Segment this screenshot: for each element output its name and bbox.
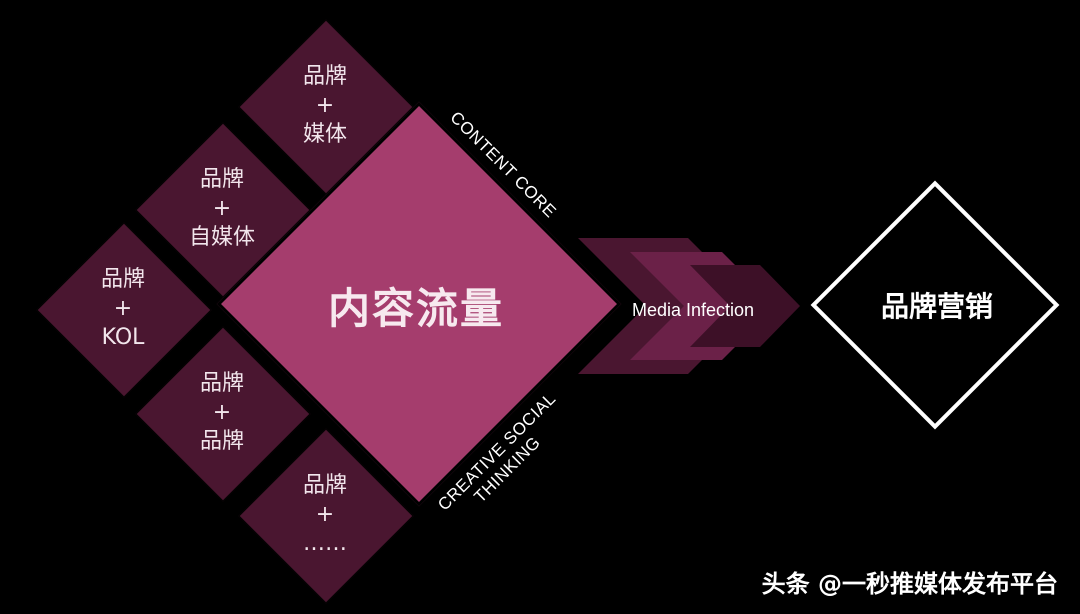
chevron-front — [690, 265, 800, 347]
item-label-self-media: 品牌+自媒体 — [188, 167, 255, 250]
item-label-brand: 品牌+品牌 — [199, 371, 244, 454]
media-infection-label: Media Infection — [632, 300, 755, 320]
item-label-media: 品牌+媒体 — [302, 64, 347, 147]
item-label-more: 品牌+…… — [302, 473, 347, 556]
watermark: 头条 @一秒推媒体发布平台 — [761, 570, 1058, 598]
item-label-kol: 品牌+KOL — [100, 267, 145, 350]
brand-marketing-label: 品牌营销 — [880, 290, 993, 323]
content-flow-label: 内容流量 — [327, 284, 504, 333]
